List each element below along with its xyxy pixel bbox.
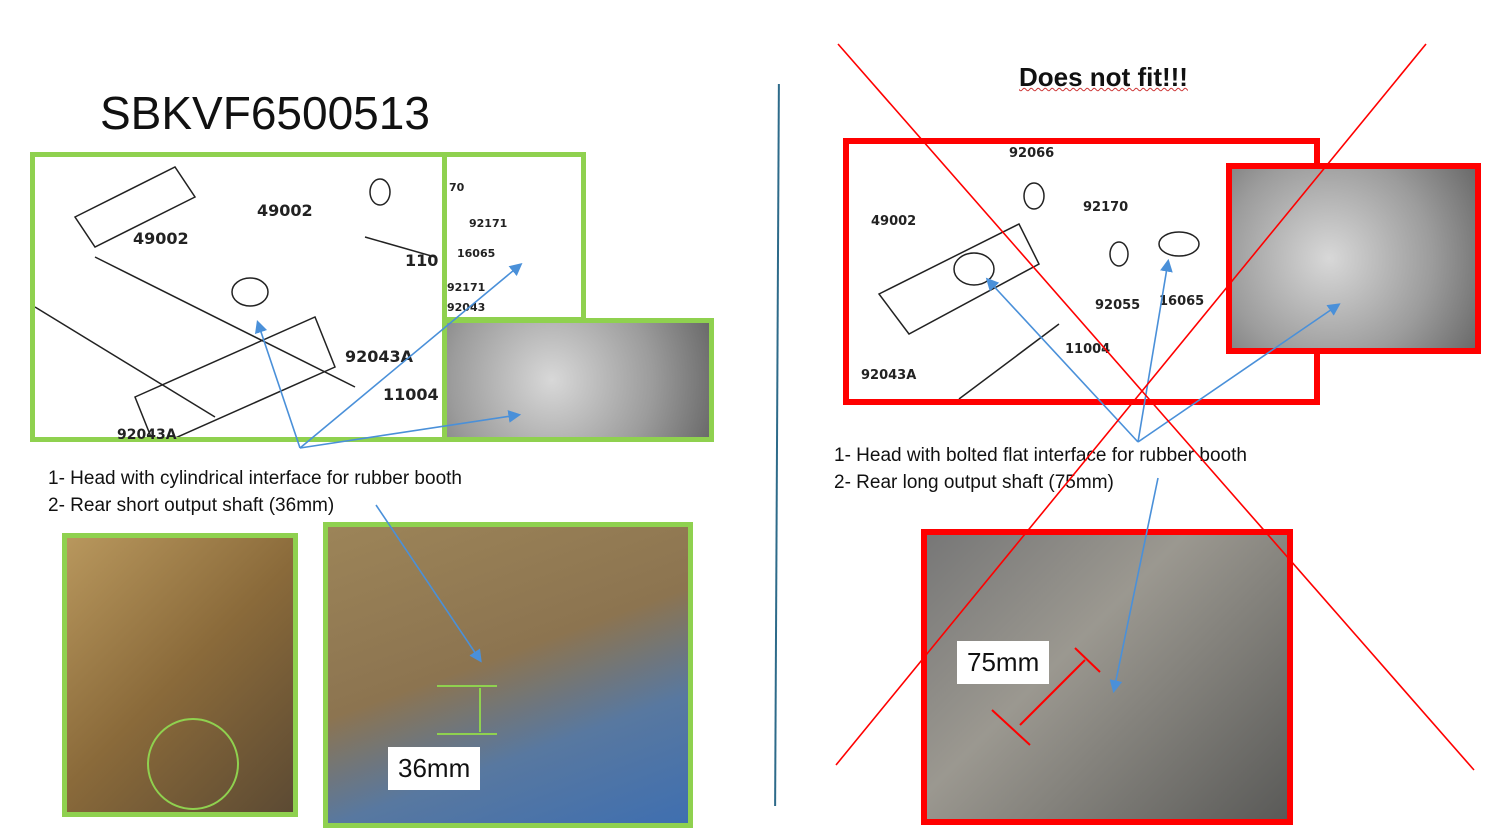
measurement-label: 36mm [388,747,481,790]
part-label: 92043A [861,368,917,383]
note-1: 1- Head with cylindrical interface for r… [48,468,462,489]
left-engine-photo [62,533,298,817]
part-label: 92171 [469,217,508,230]
part-label: 49002 [871,214,917,229]
part-label: 49002 [257,201,313,220]
part-label: 16065 [1159,294,1205,309]
left-shaft-photo: 36mm [323,522,693,828]
measurement-label: 75mm [957,641,1050,684]
right-head-photo [1226,163,1481,354]
part-label: 92171 [447,281,486,294]
part-label: 110 [405,251,439,270]
part-label: 16065 [457,247,496,260]
does-not-fit-title: Does not fit!!! [1019,62,1188,92]
part-label: 92055 [1095,298,1141,313]
part-label: 92043A [345,347,414,366]
note-2: 2- Rear short output shaft (36mm) [48,495,335,516]
left-notes: 1- Head with cylindrical interface for r… [48,465,462,519]
part-label: 11004 [383,385,439,404]
part-label: 70 [449,181,465,194]
left-head-photo [442,318,714,442]
right-notes: 1- Head with bolted flat interface for r… [834,442,1247,496]
part-label: 92066 [1009,146,1055,161]
part-label: 92043 [447,301,486,314]
cylinder-head-drawing [34,166,436,449]
left-parts-diagram: 49002 49002 110 92043A 11004 92043A [30,152,448,449]
part-number-title: SBKVF6500513 [100,87,430,139]
divider-line [774,83,780,807]
part-label: 92043A [117,427,177,443]
right-shaft-photo: 75mm [921,529,1293,825]
output-shaft-highlight-circle [147,718,239,810]
part-label: 92170 [1083,200,1129,215]
part-label: 49002 [133,229,189,248]
note-1: 1- Head with bolted flat interface for r… [834,445,1247,466]
part-label: 11004 [1065,342,1111,357]
left-inset-diagram: 70 92171 16065 92171 92043 [442,152,586,322]
note-2: 2- Rear long output shaft (75mm) [834,472,1114,493]
